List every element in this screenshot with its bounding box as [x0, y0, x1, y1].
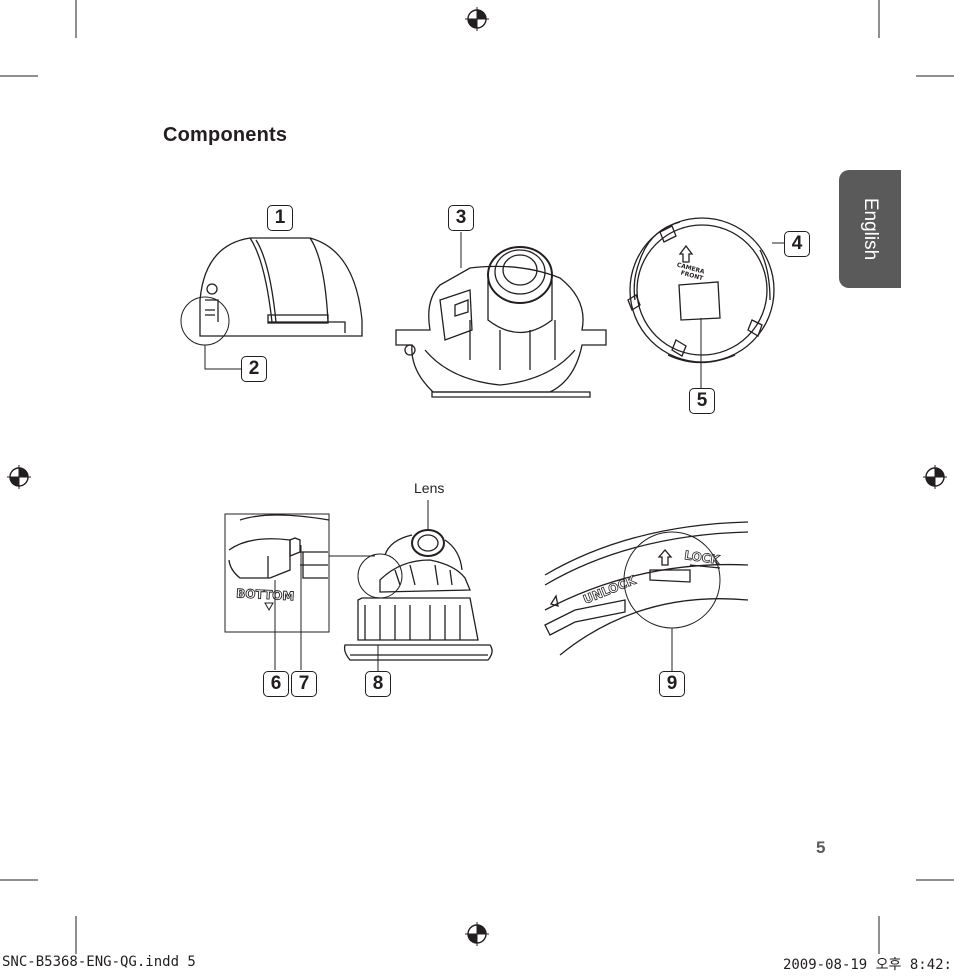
camera-side-illustration [343, 500, 493, 671]
crop-marks [0, 0, 954, 954]
lock-detail-illustration: UNLOCK LOCK [544, 521, 749, 671]
camera-module-illustration [395, 232, 607, 398]
callout-1: 1 [267, 205, 293, 231]
dome-cover-illustration [180, 237, 363, 370]
base-plate-illustration: CAMERA FRONT [627, 217, 784, 388]
registration-mark-right [923, 465, 947, 489]
callout-5: 5 [689, 388, 715, 414]
slug-filename: SNC-B5368-ENG-QG.indd 5 [2, 954, 196, 970]
callout-7: 7 [291, 671, 317, 697]
registration-mark-left [7, 465, 31, 489]
registration-mark-top [465, 7, 489, 31]
callout-9: 9 [659, 671, 685, 697]
language-tab: English [839, 170, 901, 288]
slug-timestamp: 2009-08-19 오후 8:42: [782, 957, 952, 973]
page-heading: Components [163, 124, 288, 146]
language-tab-label: English [860, 197, 881, 261]
callout-2: 2 [241, 356, 267, 382]
lens-label: Lens [414, 480, 445, 496]
callout-8: 8 [365, 671, 391, 697]
callout-4: 4 [784, 231, 810, 257]
svg-text:BOTTOM: BOTTOM [236, 586, 295, 603]
svg-text:LOCK: LOCK [684, 548, 722, 567]
callout-3: 3 [448, 205, 474, 231]
callout-6: 6 [263, 671, 289, 697]
page-number: 5 [816, 838, 826, 857]
bottom-marking-inset: BOTTOM [224, 513, 375, 670]
registration-mark-bottom [465, 922, 489, 946]
